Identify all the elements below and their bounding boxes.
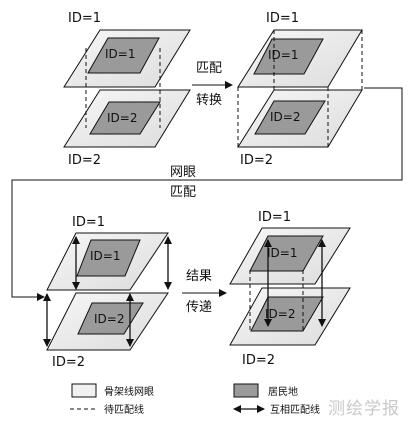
panel-bottom-left: ID=1 ID=1 ID=2 ID=2 xyxy=(43,215,172,370)
lower-residential xyxy=(254,100,326,135)
step-label-line1: 网眼 xyxy=(170,165,196,180)
panel-tr-bottom-id: ID=2 xyxy=(240,153,273,168)
legend-pending-line-label: 待匹配线 xyxy=(104,403,144,416)
legend-grid-cell-label: 骨架线网眼 xyxy=(104,385,154,398)
legend: 骨架线网眼 居民地 待匹配线 互相匹配线 xyxy=(70,383,320,416)
lower-residential xyxy=(89,101,161,135)
legend-swatch-grid-cell xyxy=(71,383,97,398)
legend-residential-label: 居民地 xyxy=(268,385,298,398)
panel-bl-bottom-id: ID=2 xyxy=(52,355,85,370)
panel-bottom-right: ID=1 ID=1 ID=2 ID=2 xyxy=(229,210,351,368)
panel-tr-top-id: ID=1 xyxy=(266,11,299,26)
step-grid-match: 网眼 匹配 xyxy=(11,87,403,301)
step-label-line1: 匹配 xyxy=(196,61,222,76)
upper-residential xyxy=(76,239,141,277)
step-result-transfer: 结果 传递 xyxy=(182,269,227,315)
panel-bl-top-id: ID=1 xyxy=(72,215,105,230)
step-label-line2: 转换 xyxy=(196,93,222,108)
panel-bl-bottom-inner-id: ID=2 xyxy=(94,312,124,326)
legend-swatch-residential xyxy=(233,383,259,398)
step-label-line2: 传递 xyxy=(186,300,212,315)
upper-residential xyxy=(253,38,324,75)
step-match-transform: 匹配 转换 xyxy=(192,61,233,108)
panel-tl-top-id: ID=1 xyxy=(68,11,101,26)
legend-mutual-line-label: 互相匹配线 xyxy=(270,403,320,416)
panel-br-bottom-id: ID=2 xyxy=(242,353,275,368)
panel-tl-bottom-inner-id: ID=2 xyxy=(107,111,137,125)
panel-tr-top-inner-id: ID=1 xyxy=(268,48,298,62)
panel-br-top-id: ID=1 xyxy=(258,210,291,225)
panel-top-right: ID=1 ID=1 ID=2 ID=2 xyxy=(237,11,363,168)
upper-residential xyxy=(87,37,160,74)
step-label-line1: 结果 xyxy=(186,269,212,284)
panel-tl-top-inner-id: ID=1 xyxy=(105,47,135,61)
panel-bl-top-inner-id: ID=1 xyxy=(90,249,120,263)
panel-br-bottom-inner-id: ID=2 xyxy=(265,307,295,321)
step-connector xyxy=(11,87,403,301)
panel-top-left: ID=1 ID=1 ID=2 ID=2 xyxy=(63,11,191,168)
step-label-line2: 匹配 xyxy=(170,185,196,200)
panel-tl-bottom-id: ID=2 xyxy=(68,153,101,168)
panel-tr-bottom-inner-id: ID=2 xyxy=(270,110,300,124)
watermark: 测绘学报 xyxy=(328,399,400,419)
panel-br-top-inner-id: ID=1 xyxy=(267,246,297,260)
